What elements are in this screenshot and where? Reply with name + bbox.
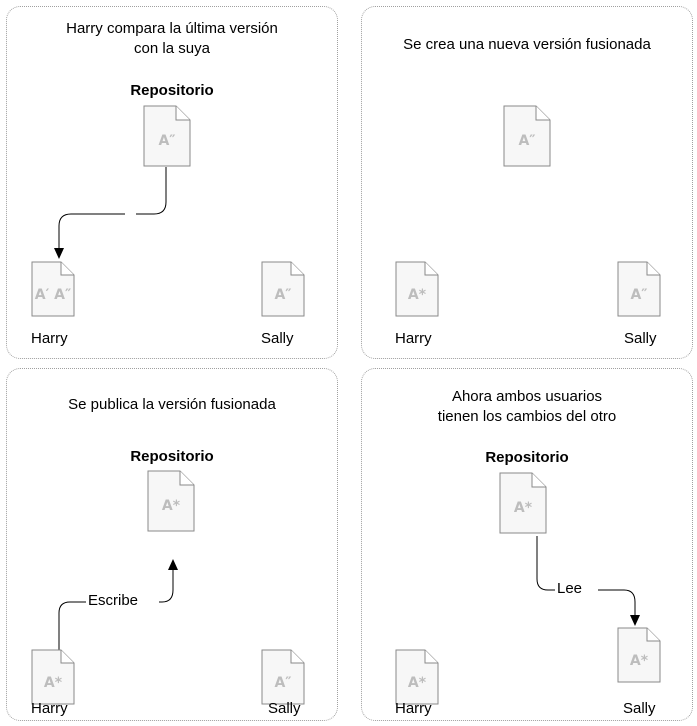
caption-line: con la suya (134, 40, 210, 57)
caption-line: Se crea una nueva versión fusionada (403, 36, 651, 53)
document-version-label: A″ (274, 675, 292, 691)
sally-document-icon: A″ (261, 649, 305, 705)
caption-line: Ahora ambos usuarios (451, 388, 603, 405)
document-version-label: A* (513, 500, 533, 516)
repository-document-icon: A″ (503, 105, 551, 167)
sally-label: Sally (623, 700, 656, 717)
harry-document-icon: A* (395, 649, 439, 705)
sally-document-icon: A″ (261, 261, 305, 317)
harry-label: Harry (31, 330, 68, 347)
sally-label: Sally (261, 330, 294, 347)
commit-arrow (58, 559, 178, 654)
document-version-label: A* (407, 287, 427, 303)
update-arrow (536, 536, 640, 626)
harry-document-icon: A* (31, 649, 75, 705)
document-version-label: A″ (630, 287, 648, 303)
harry-document-icon: A′ A″ (31, 261, 75, 317)
compare-arrow (54, 167, 167, 259)
document-version-label: A* (43, 675, 63, 691)
panel-merge: Se crea una nueva versión fusionada A″ A… (361, 6, 693, 359)
repository-label: Repositorio (130, 82, 214, 99)
harry-label: Harry (395, 330, 432, 347)
repository-label: Repositorio (130, 448, 214, 465)
sally-label: Sally (268, 700, 301, 717)
document-version-label: A* (629, 653, 649, 669)
repository-document-icon: A* (147, 470, 195, 532)
repository-document-icon: A* (499, 472, 547, 534)
document-version-label: A* (161, 498, 181, 514)
read-label: Lee (555, 580, 585, 597)
sally-document-icon: A* (617, 627, 661, 683)
caption-line: tienen los cambios del otro (437, 408, 617, 425)
panel-caption: Se crea una nueva versión fusionada (362, 35, 692, 55)
document-version-label: A* (407, 675, 427, 691)
harry-label: Harry (395, 700, 432, 717)
panel-update: Ahora ambos usuarios tienen los cambios … (361, 368, 693, 721)
repository-label: Repositorio (485, 449, 569, 466)
panel-caption: Harry compara la última versión con la s… (7, 19, 337, 59)
document-version-label: A″ (518, 133, 536, 149)
panel-caption: Ahora ambos usuarios tienen los cambios … (362, 387, 692, 427)
harry-label: Harry (31, 700, 68, 717)
caption-line: Harry compara la última versión (66, 20, 278, 37)
repository-document-icon: A″ (143, 105, 191, 167)
write-label: Escribe (86, 592, 141, 609)
sally-label: Sally (624, 330, 657, 347)
panel-commit: Se publica la versión fusionada Reposito… (6, 368, 338, 721)
sally-document-icon: A″ (617, 261, 661, 317)
panel-caption: Se publica la versión fusionada (7, 395, 337, 415)
caption-line: Se publica la versión fusionada (68, 396, 276, 413)
panel-compare: Harry compara la última versión con la s… (6, 6, 338, 359)
harry-document-icon: A* (395, 261, 439, 317)
document-version-label: A′ A″ (34, 287, 72, 303)
document-version-label: A″ (158, 133, 176, 149)
document-version-label: A″ (274, 287, 292, 303)
